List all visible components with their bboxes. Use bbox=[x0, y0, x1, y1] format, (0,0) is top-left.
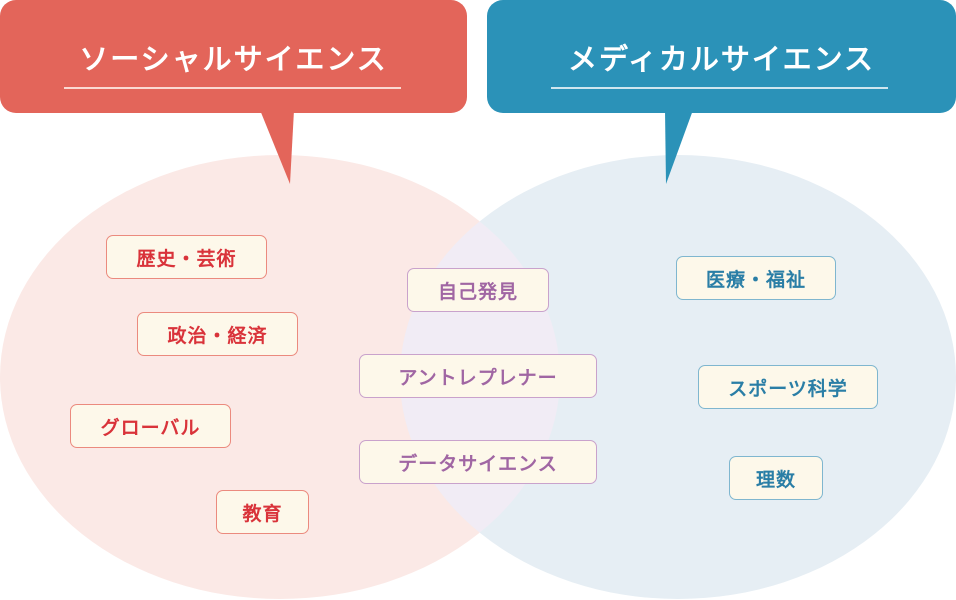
tag-history-art: 歴史・芸術 bbox=[106, 235, 267, 279]
medical-bubble-tail bbox=[665, 110, 693, 184]
medical-science-title: メディカルサイエンス bbox=[567, 42, 876, 76]
social-science-title: ソーシャルサイエンス bbox=[79, 42, 388, 76]
tag-medical-welfare: 医療・福祉 bbox=[676, 256, 836, 300]
tag-global: グローバル bbox=[70, 404, 231, 448]
tag-self-discovery: 自己発見 bbox=[407, 268, 549, 312]
tag-politics-economics: 政治・経済 bbox=[137, 312, 298, 356]
title-underline bbox=[64, 87, 401, 89]
social-bubble-tail bbox=[260, 110, 294, 184]
tag-entrepreneur: アントレプレナー bbox=[359, 354, 597, 398]
title-underline bbox=[551, 87, 888, 89]
medical-science-header: メディカルサイエンス bbox=[487, 0, 956, 113]
tag-data-science: データサイエンス bbox=[359, 440, 597, 484]
tag-science-math: 理数 bbox=[729, 456, 823, 500]
tag-education: 教育 bbox=[216, 490, 309, 534]
tag-sports-science: スポーツ科学 bbox=[698, 365, 878, 409]
social-science-header: ソーシャルサイエンス bbox=[0, 0, 467, 113]
